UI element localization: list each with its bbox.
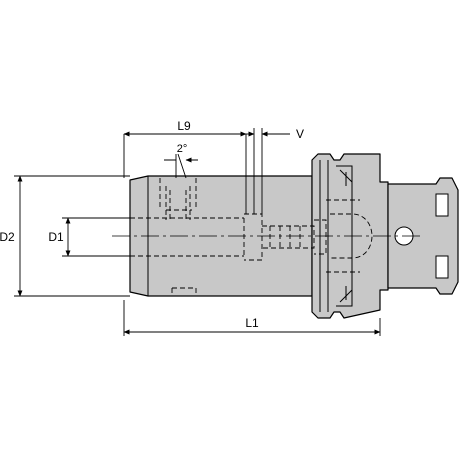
upper-slot: [435, 193, 449, 217]
dimensions: [14, 128, 381, 336]
label-angle: 2°: [177, 143, 188, 155]
bottom-flat: [171, 287, 197, 296]
label-d2: D2: [0, 230, 15, 244]
lower-slot: [435, 255, 449, 279]
hidden-lines: [130, 178, 373, 296]
taper-slots: [394, 193, 449, 279]
side-screw-outline: [159, 178, 197, 208]
flange-cavity: [330, 213, 373, 259]
adjust-screw: [244, 213, 263, 261]
label-l1: L1: [245, 316, 259, 330]
label-d1: D1: [48, 230, 64, 244]
label-v: V: [296, 127, 304, 141]
angle-right: [177, 153, 187, 179]
label-l9: L9: [177, 119, 191, 133]
